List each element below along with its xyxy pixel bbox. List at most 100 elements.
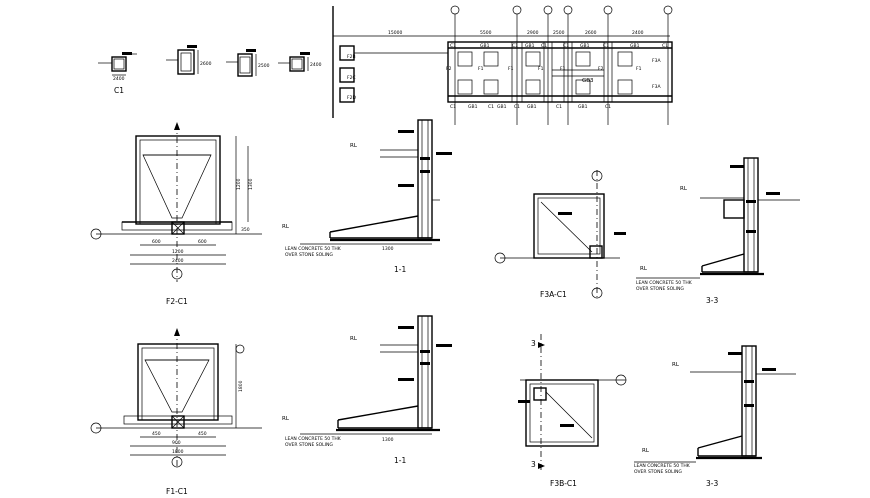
f2-dim-side-0: 1200 <box>236 178 242 190</box>
plan-bottom-6: C1 <box>556 104 562 110</box>
column-detail-3: 2500 <box>226 49 270 77</box>
plan-col-top-3: C1 <box>563 43 569 49</box>
f1-c1-caption: F1-C1 <box>166 487 188 496</box>
column-detail-2-dim: 2600 <box>200 61 212 67</box>
plan-footing-4: F1 <box>560 66 566 72</box>
f1-dim-bottom-3: 1800 <box>172 449 184 455</box>
sec1-lower-note2: OVER STONE SOLING <box>285 442 333 448</box>
f2-dim-bottom-1: 600 <box>198 239 207 245</box>
f2-dim-bottom-3: 2400 <box>172 258 184 264</box>
plan-dim-4: 2600 <box>585 30 597 36</box>
column-detail-1-dim: 2400 <box>113 76 125 82</box>
plan-dim-5: 2400 <box>632 30 644 36</box>
f2-c1-caption: F2-C1 <box>166 297 188 306</box>
section-3-3-lower: RL RL LEAN CONCRETE 50 THK OVER STONE SO… <box>634 345 796 488</box>
sec1-upper-caption: 1-1 <box>394 265 406 274</box>
f3a-c1-caption: F3A-C1 <box>540 290 567 299</box>
f2-dim-side-2: 350 <box>241 227 250 233</box>
f1-c1-detail: 1800 450 450 900 1800 F1-C1 <box>90 328 262 496</box>
plan-dim-0: 15000 <box>388 30 402 36</box>
f3b-c1-detail: 3 3 F3B-C1 <box>518 334 627 488</box>
column-detail-4-dim: 2400 <box>310 62 322 68</box>
plan-footing-9: F3A <box>652 84 661 90</box>
plan-col-top-5: C1 <box>662 43 668 49</box>
plan-beam-top-3: GB1 <box>630 43 640 49</box>
sec3-lower-note1: LEAN CONCRETE 50 THK <box>634 463 691 469</box>
sec3-upper-note2: OVER STONE SOLING <box>636 286 684 292</box>
plan-footing-0: F2 <box>446 66 452 72</box>
plan-col-top-0: C1 <box>450 43 456 49</box>
plan-bottom-3: GB1 <box>497 104 507 110</box>
plan-dim-2: 2900 <box>527 30 539 36</box>
column-detail-caption: C1 <box>114 86 124 95</box>
plan-beam-top-1: GB1 <box>525 43 535 49</box>
plan-bottom-2: C1 <box>488 104 494 110</box>
column-details: 2400 C1 2600 2500 2400 <box>98 45 322 95</box>
f3a-c1-detail: F3A-C1 <box>494 170 626 300</box>
f2-dim-bottom-0: 600 <box>152 239 161 245</box>
sec1-upper-dim: 1300 <box>382 246 394 252</box>
plan-dim-1: 5500 <box>480 30 492 36</box>
sec1-upper-rl2: RL <box>282 224 290 230</box>
sec3-lower-rl: RL <box>672 362 680 368</box>
section-3-3-upper: RL RL LEAN CONCRETE 50 THK OVER STONE SO… <box>636 157 800 305</box>
sec1-lower-rl2: RL <box>282 416 290 422</box>
plan-side-2: F2D <box>347 95 356 101</box>
f1-dim-side-0: 1800 <box>238 380 244 392</box>
sec1-lower-note1: LEAN CONCRETE 50 THK <box>285 436 342 442</box>
f1-dim-bottom-1: 450 <box>198 431 207 437</box>
f3b-marker-top: 3 <box>531 339 536 348</box>
sec3-upper-rl2: RL <box>640 266 648 272</box>
f2-dim-bottom-2: 1200 <box>172 249 184 255</box>
sec3-upper-caption: 3-3 <box>706 296 718 305</box>
sec3-upper-note1: LEAN CONCRETE 50 THK <box>636 280 693 286</box>
section-1-1-lower: RL RL LEAN CONCRETE 50 THK OVER STONE SO… <box>282 315 452 465</box>
plan-col-top-4: C1 <box>603 43 609 49</box>
plan-dim-3: 2500 <box>553 30 565 36</box>
plan-bottom-0: C1 <box>450 104 456 110</box>
sec1-lower-dim: 1300 <box>382 437 394 443</box>
plan-col-top-2: C1 <box>541 43 547 49</box>
f2-dim-side-1: 1300 <box>248 178 254 190</box>
plan-bottom-5: GB1 <box>527 104 537 110</box>
plan-footing-6: F1 <box>636 66 642 72</box>
plan-beam-top-0: GB1 <box>480 43 490 49</box>
sec1-lower-caption: 1-1 <box>394 456 406 465</box>
plan-col-top-1: C1 <box>512 43 518 49</box>
plan-bottom-7: GB1 <box>578 104 588 110</box>
column-detail-1: 2400 <box>98 52 137 82</box>
column-detail-4: 2400 <box>278 52 322 72</box>
sec1-upper-rl: RL <box>350 143 358 149</box>
sec3-lower-rl2: RL <box>642 448 650 454</box>
plan-bottom-4: C1 <box>514 104 520 110</box>
sec3-lower-caption: 3-3 <box>706 479 718 488</box>
footing-pads <box>457 51 633 95</box>
plan-footing-1: F1 <box>478 66 484 72</box>
grid-bubbles <box>450 5 673 125</box>
plan-gb3: GB3 <box>582 78 594 84</box>
column-detail-3-dim: 2500 <box>258 63 270 69</box>
section-1-1-upper: RL RL LEAN CONCRETE 50 THK OVER STONE SO… <box>282 119 452 274</box>
plan-footing-3: F1 <box>538 66 544 72</box>
plan-side-1: F2C <box>347 75 356 81</box>
sec3-upper-rl: RL <box>680 186 688 192</box>
sec3-lower-note2: OVER STONE SOLING <box>634 469 682 475</box>
plan-bottom-8: C1 <box>605 104 611 110</box>
sec1-lower-rl: RL <box>350 336 358 342</box>
plan-footing-7: F3A <box>652 58 661 64</box>
column-detail-2: 2600 <box>166 45 212 75</box>
f2-c1-detail: 1200 1300 350 600 600 1200 2400 F2-C1 <box>90 122 262 306</box>
f3b-marker-bottom: 3 <box>531 460 536 469</box>
plan-side-0: F2B <box>347 54 356 60</box>
f1-dim-bottom-0: 450 <box>152 431 161 437</box>
framing-plan: 15000 5500 2900 2500 2600 2400 C1 C1 C1 … <box>332 5 673 125</box>
sec1-upper-note2: OVER STONE SOLING <box>285 252 333 258</box>
f3b-c1-caption: F3B-C1 <box>550 479 577 488</box>
plan-footing-5: F2 <box>598 66 604 72</box>
plan-side-stubs: F2B F2C F2D <box>339 45 448 103</box>
plan-footing-2: F1 <box>508 66 514 72</box>
sec1-upper-note1: LEAN CONCRETE 50 THK <box>285 246 342 252</box>
plan-beam-top-2: GB1 <box>580 43 590 49</box>
plan-bottom-1: GB1 <box>468 104 478 110</box>
